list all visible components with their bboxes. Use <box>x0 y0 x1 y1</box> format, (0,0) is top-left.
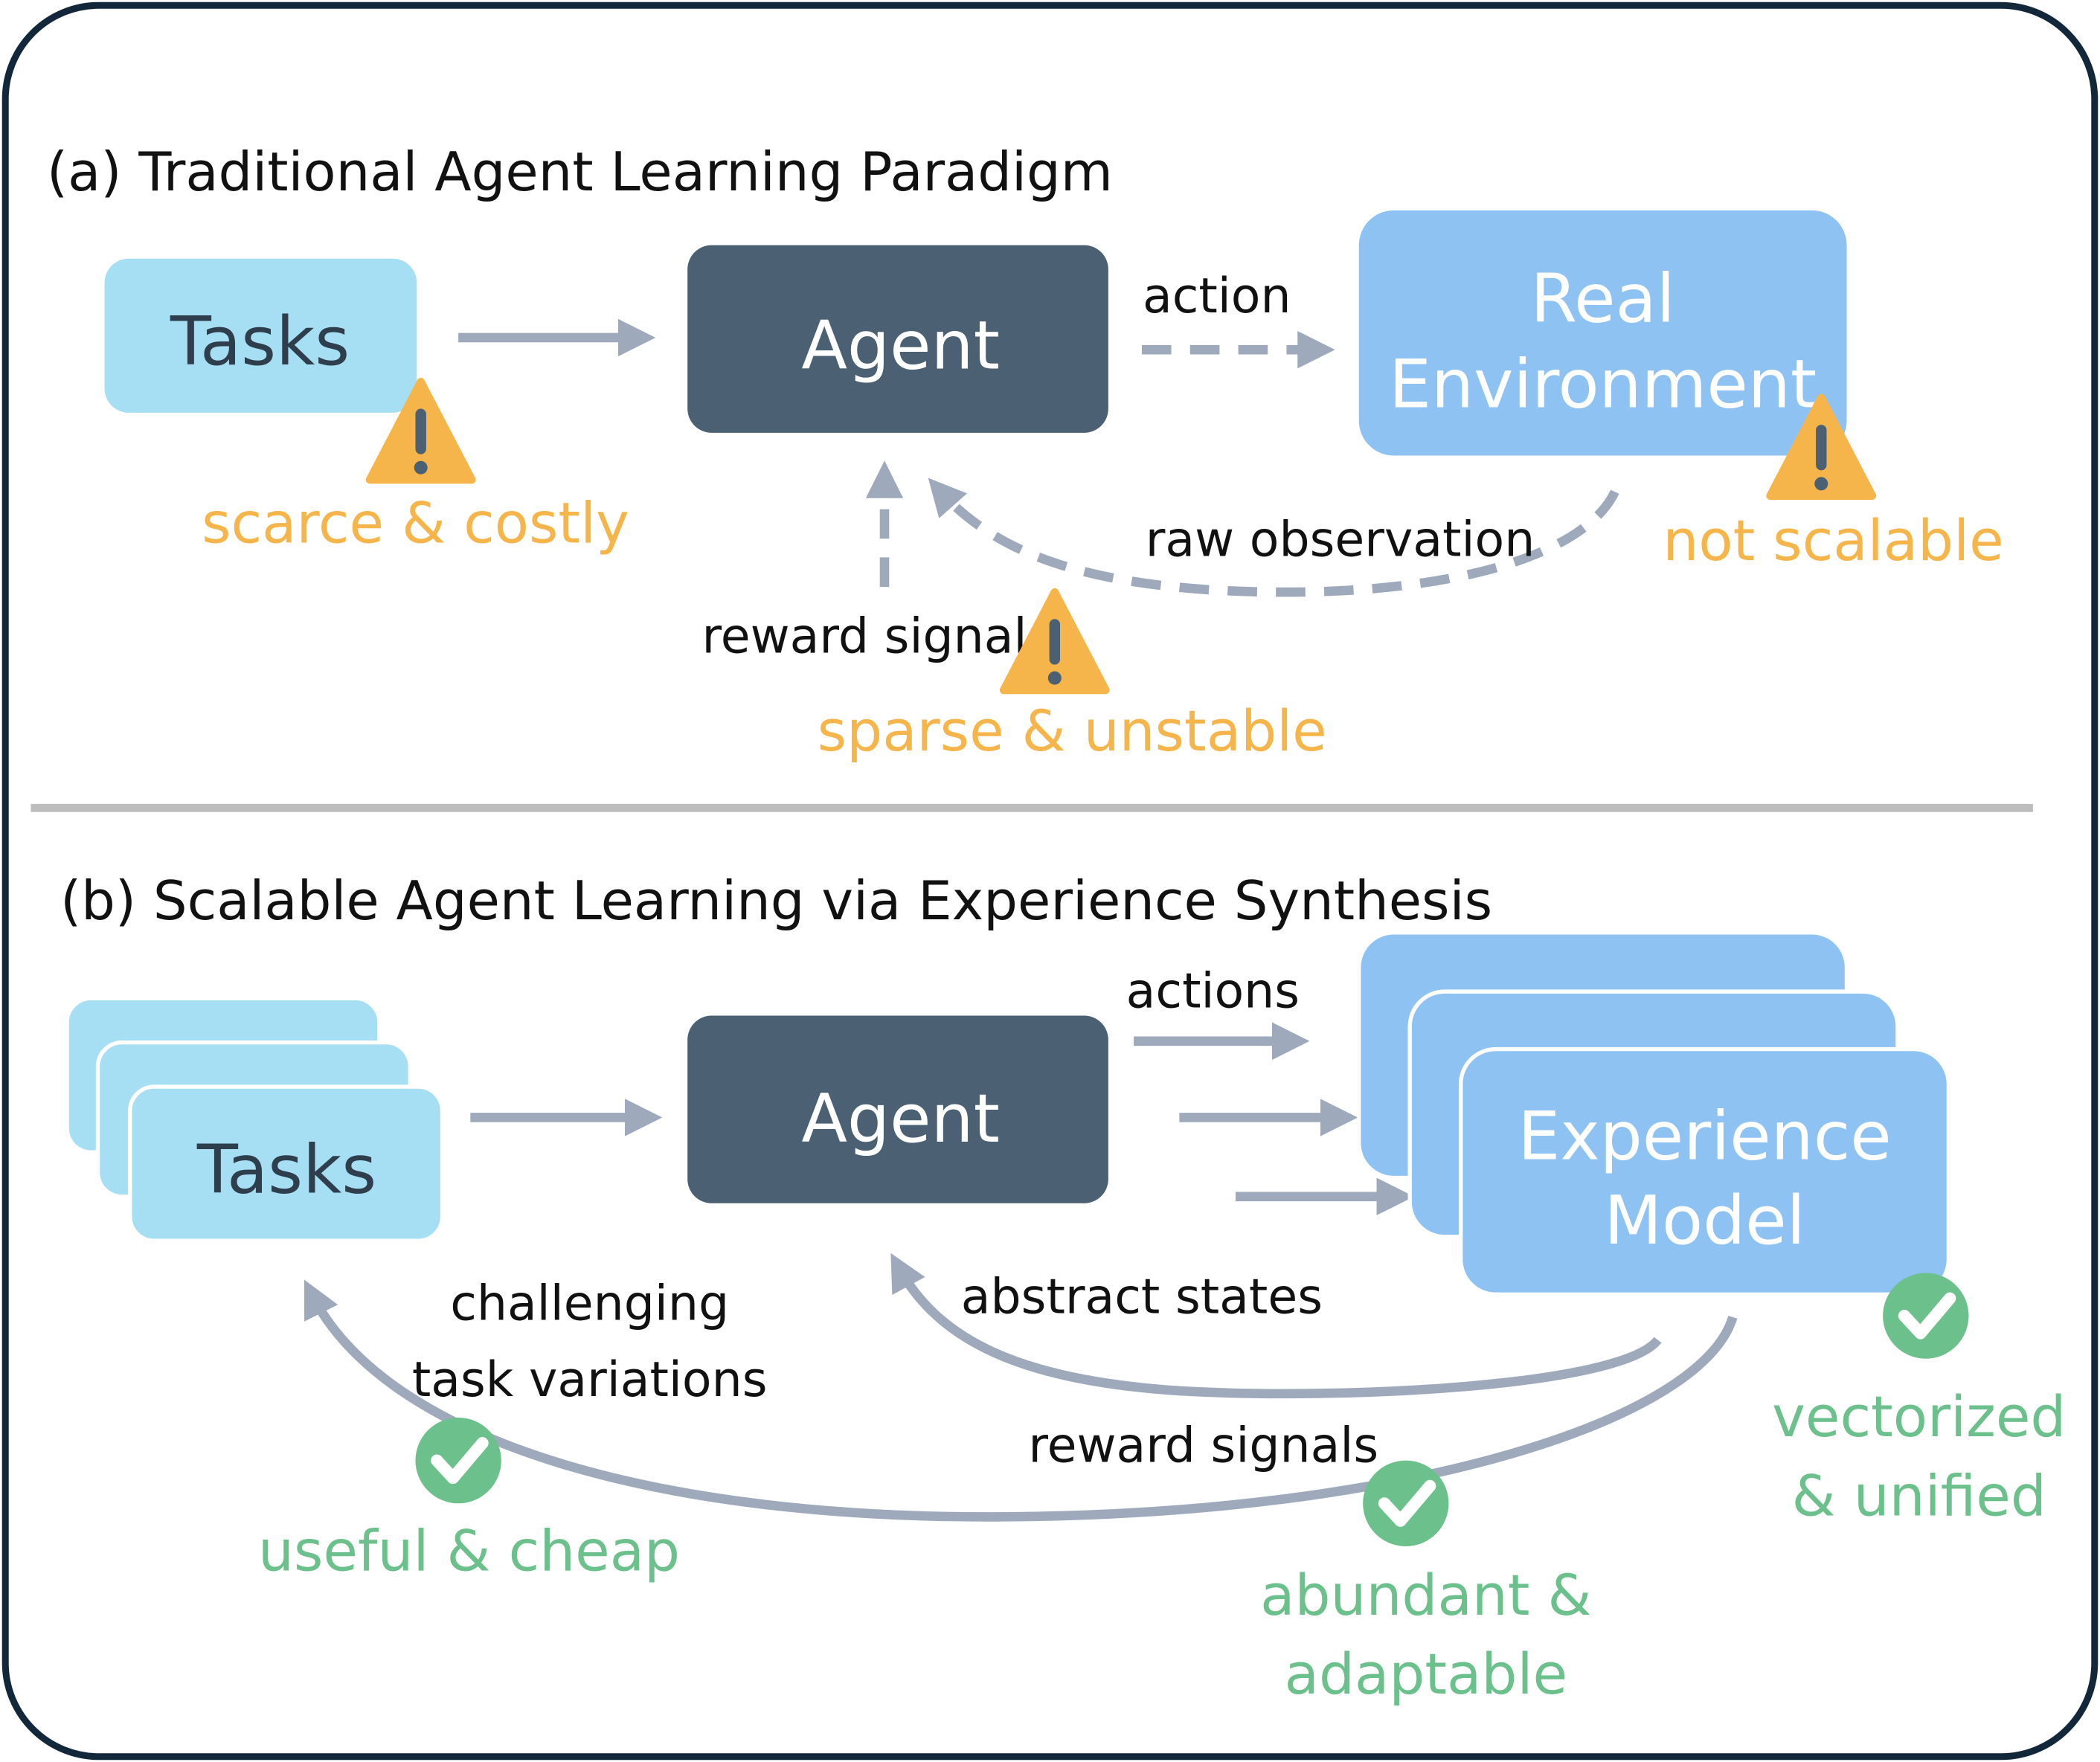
ok-model-1: vectorized <box>1772 1384 2066 1450</box>
ok-reward-1: abundant & <box>1260 1563 1591 1628</box>
agent-box-a <box>687 245 1108 433</box>
panel-b-title: (b) Scalable Agent Learning via Experien… <box>60 869 1492 932</box>
arrow-reward-task-variations <box>304 1279 1738 1522</box>
reward-signals-label: reward signals <box>1028 1418 1378 1473</box>
ok-reward-2: adaptable <box>1285 1642 1567 1707</box>
warning-icon <box>365 378 476 484</box>
ok-tasks: useful & cheap <box>258 1518 680 1583</box>
env-label-1: Real <box>1531 260 1675 338</box>
ok-model-2: & unified <box>1792 1464 2046 1529</box>
check-icon <box>1363 1460 1449 1546</box>
warn-tasks: scarce & costly <box>202 491 629 556</box>
warning-icon <box>999 588 1110 695</box>
tasks-box-b <box>128 1084 445 1243</box>
warn-env: not scalable <box>1663 508 2003 573</box>
warning-icon <box>1766 393 1877 500</box>
warn-reward: sparse & unstable <box>818 698 1327 764</box>
env-label-2: Environment <box>1389 346 1817 424</box>
check-icon <box>415 1418 501 1504</box>
env-box <box>1358 210 1847 456</box>
tasks-label-b: Tasks <box>196 1131 376 1209</box>
model-label-1: Experience <box>1518 1097 1891 1175</box>
check-icon <box>1883 1273 1969 1359</box>
task-variations-label-2: task variations <box>412 1352 768 1408</box>
tasks-box-a <box>104 258 417 413</box>
action-label: action <box>1143 269 1291 324</box>
tasks-label-a: Tasks <box>170 303 350 381</box>
raw-observation-label: raw observation <box>1146 512 1535 568</box>
actions-label: actions <box>1126 964 1300 1020</box>
reward-signal-label: reward signal <box>701 608 1027 664</box>
agent-box-b <box>687 1015 1108 1203</box>
agent-label-a: Agent <box>801 306 1000 385</box>
panel-a-title: (a) Traditional Agent Learning Paradigm <box>47 141 1113 203</box>
arrow-abstract-states <box>890 1253 1662 1399</box>
agent-label-b: Agent <box>801 1080 1000 1158</box>
experience-model-box <box>1458 1046 1951 1296</box>
arrow-raw-observation <box>928 478 1619 597</box>
abstract-states-label: abstract states <box>961 1269 1323 1325</box>
task-variations-label-1: challenging <box>450 1276 729 1331</box>
model-label-2: Model <box>1604 1182 1805 1260</box>
